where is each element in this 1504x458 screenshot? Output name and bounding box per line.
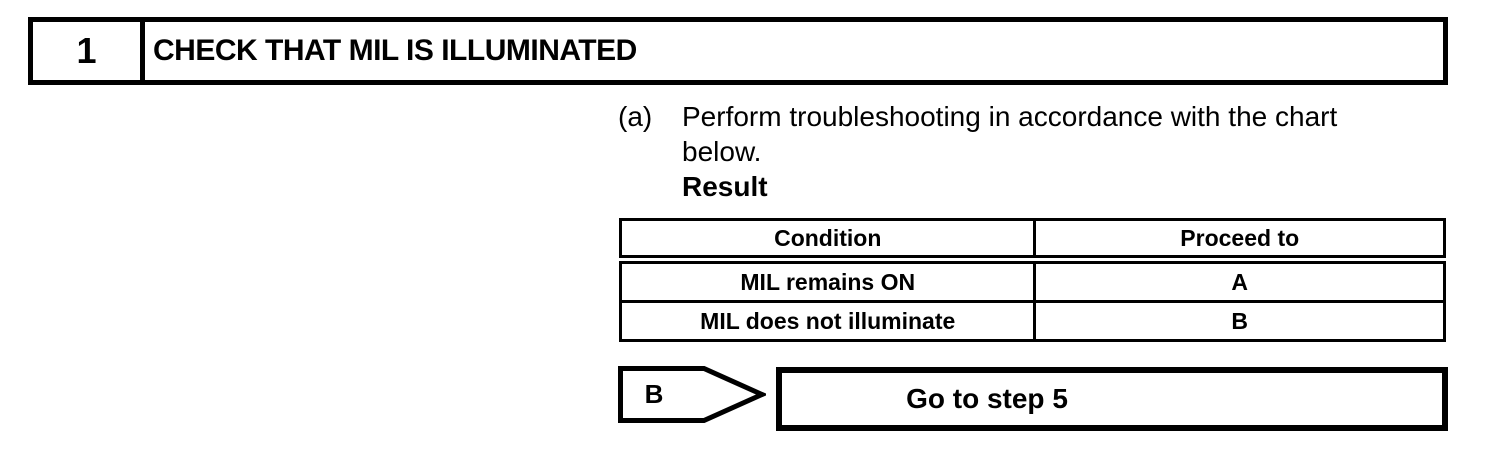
table-row: MIL remains ON A: [618, 258, 1446, 303]
goto-action-text: Go to step 5: [906, 383, 1068, 414]
table-row: MIL does not illuminate B: [618, 300, 1446, 342]
table-header-proceed: Proceed to: [1033, 218, 1446, 264]
proceed-cell: B: [1033, 300, 1446, 342]
instruction-paragraph: (a) Perform troubleshooting in accordanc…: [618, 99, 1337, 204]
condition-cell: MIL does not illuminate: [618, 300, 1037, 342]
step-header: 1 CHECK THAT MIL IS ILLUMINATED: [28, 17, 1448, 85]
step-number: 1: [33, 22, 145, 80]
goto-action-box: Go to step 5: [776, 367, 1448, 431]
instruction-text: Perform troubleshooting in accordance wi…: [682, 99, 1337, 204]
step-title: CHECK THAT MIL IS ILLUMINATED: [153, 34, 637, 67]
instruction-line-2: below.: [682, 136, 762, 167]
table-header-condition: Condition: [618, 218, 1037, 264]
result-table: Condition Proceed to MIL remains ON A MI…: [618, 218, 1446, 342]
table-header-row: Condition Proceed to: [618, 218, 1446, 264]
instruction-marker: (a): [618, 101, 653, 132]
branch-pointer-icon: [618, 366, 766, 423]
instruction-line-1: Perform troubleshooting in accordance wi…: [682, 101, 1338, 132]
condition-cell: MIL remains ON: [618, 258, 1037, 303]
proceed-cell: A: [1033, 258, 1446, 303]
branch-label: B: [644, 379, 664, 409]
result-label: Result: [682, 171, 768, 202]
